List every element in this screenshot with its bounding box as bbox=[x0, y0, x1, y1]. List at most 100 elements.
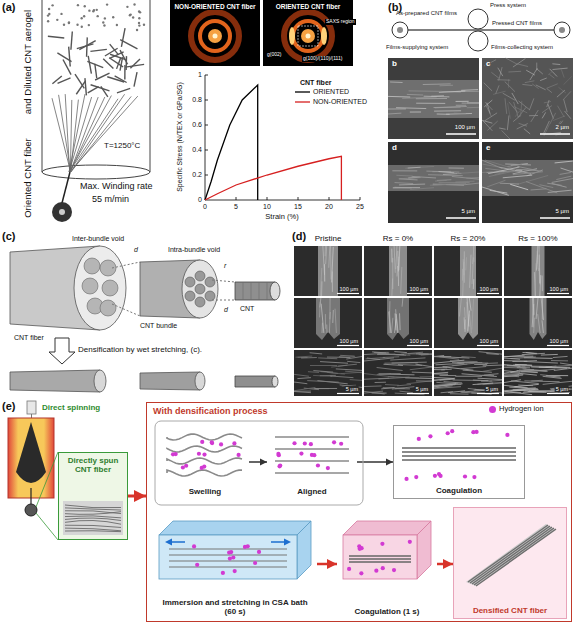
sem-image bbox=[446, 134, 570, 218]
text-label: Densification by wet stretching, (c). bbox=[78, 346, 202, 355]
spinning-furnace bbox=[36, 513, 58, 540]
sem-image bbox=[364, 350, 432, 396]
sem-image bbox=[500, 183, 519, 185]
scale-bar-label: 100 µm bbox=[479, 338, 499, 344]
legend-item: Hydrogen ion bbox=[489, 405, 544, 413]
sem-image bbox=[383, 387, 405, 389]
sem-image bbox=[388, 58, 479, 139]
sem-image bbox=[435, 363, 464, 365]
sem-image bbox=[487, 121, 497, 130]
bath-art bbox=[392, 568, 396, 572]
axis-tick: 0.4 bbox=[192, 146, 202, 154]
sem-image bbox=[465, 319, 466, 332]
sem-image bbox=[294, 391, 311, 392]
product-box-art bbox=[466, 524, 556, 586]
sem-image bbox=[397, 385, 411, 386]
sem-image bbox=[479, 352, 502, 355]
sem-image bbox=[486, 106, 491, 117]
sem-image bbox=[564, 77, 572, 85]
sem-image bbox=[294, 246, 362, 296]
product-box-art bbox=[468, 525, 548, 582]
saxs-pattern bbox=[200, 21, 230, 51]
cnt-aerogel bbox=[68, 22, 70, 24]
sem-image bbox=[543, 381, 572, 384]
sem-image bbox=[477, 293, 499, 294]
sem-image bbox=[439, 91, 465, 92]
sem-image bbox=[497, 79, 510, 80]
stage-panel-art bbox=[463, 474, 467, 478]
sem-image bbox=[531, 110, 538, 122]
cnt-aerogel bbox=[88, 87, 99, 93]
text-label: Oriented CNT fiber bbox=[23, 138, 33, 218]
sem-image bbox=[504, 367, 526, 369]
sem-image bbox=[482, 58, 573, 139]
sem-image bbox=[519, 123, 527, 126]
sem-image bbox=[472, 258, 473, 284]
stage-panel-art bbox=[275, 436, 349, 438]
sem-image bbox=[412, 372, 432, 374]
flow-arrow bbox=[437, 563, 453, 566]
sem-image bbox=[455, 181, 474, 183]
sem-image bbox=[325, 246, 326, 256]
sem-image bbox=[327, 372, 338, 373]
sem-image bbox=[539, 268, 540, 283]
legend-text: NON-ORIENTED bbox=[313, 98, 367, 106]
sem-image bbox=[483, 121, 492, 131]
fiber-structure-schematic bbox=[100, 300, 116, 316]
spinning-furnace bbox=[25, 504, 37, 516]
bath-art bbox=[169, 560, 287, 561]
cnt-aerogel bbox=[129, 14, 131, 16]
fiber-structure-schematic bbox=[74, 246, 126, 330]
sem-image bbox=[392, 362, 427, 364]
sem-image bbox=[461, 356, 475, 358]
sem-image bbox=[401, 352, 423, 354]
sem-image bbox=[396, 107, 426, 109]
sem-image bbox=[364, 378, 389, 379]
stage-panel-art bbox=[276, 452, 280, 456]
fiber-structure-schematic bbox=[82, 278, 98, 294]
sem-image bbox=[330, 246, 331, 279]
fiber-structure-schematic bbox=[235, 282, 275, 300]
sem-image bbox=[461, 89, 478, 91]
sem-image bbox=[426, 171, 459, 172]
fiber-structure-schematic bbox=[195, 372, 205, 390]
sem-image bbox=[320, 268, 321, 296]
cnt-aerogel bbox=[85, 78, 86, 95]
sem-image bbox=[563, 91, 570, 99]
sem-image bbox=[441, 392, 453, 393]
sem-image bbox=[337, 293, 359, 294]
sem-image bbox=[513, 389, 530, 390]
stage-panel-art bbox=[197, 452, 201, 456]
stage-panel-art bbox=[219, 442, 223, 446]
sem-image bbox=[505, 98, 507, 114]
axis-tick: 1 bbox=[198, 71, 202, 79]
cnt-aerogel bbox=[68, 21, 70, 23]
cnt-aerogel bbox=[48, 8, 50, 10]
bath-art bbox=[343, 521, 431, 535]
stage-panel-art bbox=[437, 472, 441, 476]
cnt-aerogel bbox=[76, 81, 85, 95]
sem-image bbox=[478, 378, 502, 379]
cnt-aerogel bbox=[107, 77, 124, 82]
cnt-aerogel bbox=[86, 37, 88, 56]
sem-image bbox=[540, 375, 555, 377]
sem-image bbox=[499, 67, 502, 80]
bath-art bbox=[257, 550, 261, 554]
text-label: CNT bundle bbox=[140, 322, 177, 330]
sem-image bbox=[434, 378, 455, 380]
text-label: 55 m/min bbox=[92, 195, 129, 205]
sem-image bbox=[329, 312, 331, 333]
cnt-aerogel bbox=[76, 24, 78, 26]
scale-bar-label: 5 µm bbox=[461, 208, 476, 215]
sem-image bbox=[322, 323, 323, 333]
sem-image bbox=[390, 358, 425, 360]
sem-image bbox=[547, 393, 569, 394]
sem-image bbox=[508, 71, 521, 73]
sem-image bbox=[539, 185, 553, 188]
sem-image bbox=[428, 174, 463, 176]
node-text: Densified CNT fiber bbox=[457, 606, 563, 615]
sem-image bbox=[388, 108, 406, 109]
cnt-aerogel bbox=[88, 9, 90, 11]
sem-image bbox=[538, 314, 540, 333]
sem-image bbox=[560, 363, 572, 365]
